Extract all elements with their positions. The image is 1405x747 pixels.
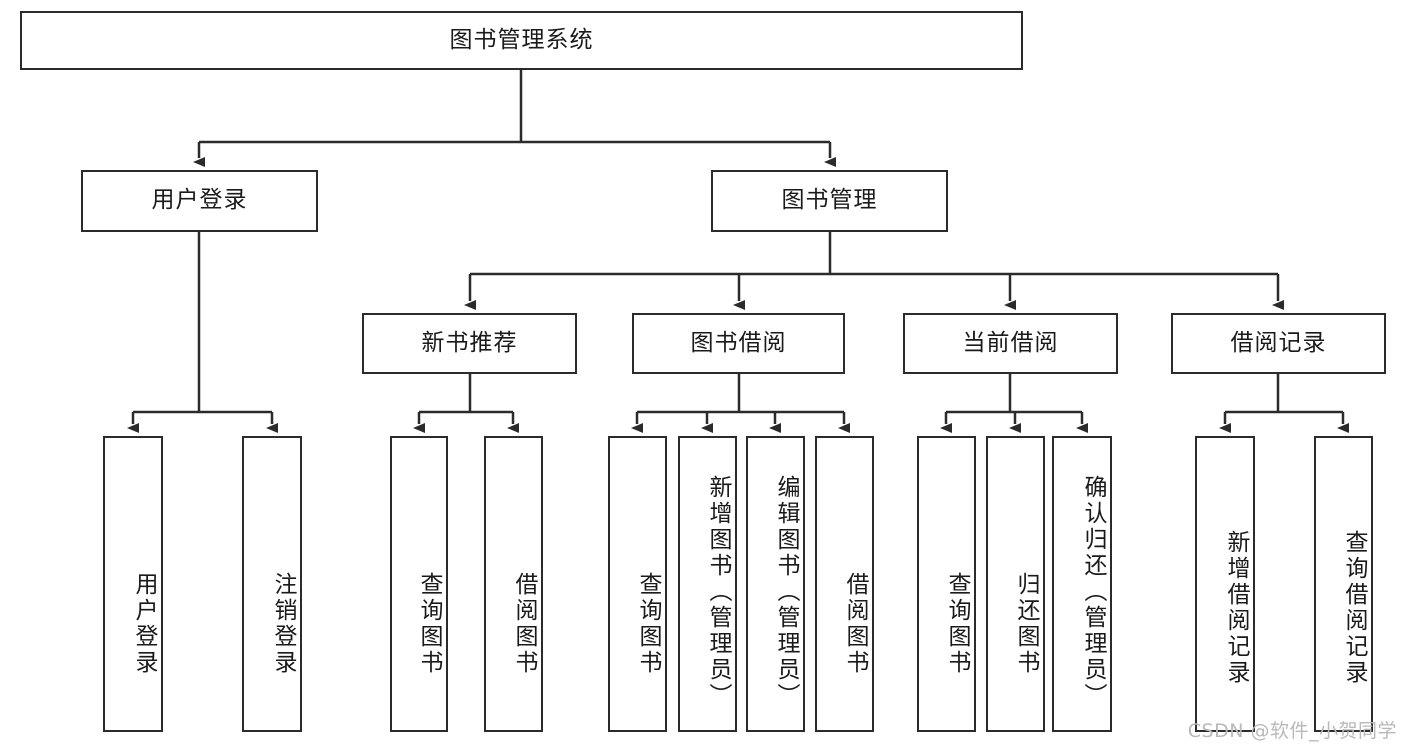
node-new-book-recommend[interactable]: 新书推荐: [362, 313, 577, 374]
node-root[interactable]: 图书管理系统: [20, 11, 1023, 70]
node-leaf-logout[interactable]: 注销登录: [242, 436, 302, 732]
node-leaf-query-book-1[interactable]: 查询图书: [390, 436, 448, 732]
node-book-management-label: 图书管理: [781, 187, 878, 214]
node-book-borrow-label: 图书借阅: [690, 329, 787, 356]
node-borrow-record-label: 借阅记录: [1230, 329, 1327, 356]
node-current-borrow-label: 当前借阅: [962, 329, 1059, 356]
node-leaf-logout-label: 注销登录: [270, 572, 296, 676]
node-leaf-confirm-return-label: 确认归还（管理员）: [1080, 475, 1106, 709]
node-leaf-edit-book-label: 编辑图书（管理员）: [773, 475, 799, 709]
node-leaf-edit-book[interactable]: 编辑图书（管理员）: [746, 436, 805, 732]
node-book-borrow[interactable]: 图书借阅: [632, 313, 845, 374]
node-leaf-query-record[interactable]: 查询借阅记录: [1314, 436, 1373, 732]
node-leaf-confirm-return[interactable]: 确认归还（管理员）: [1052, 436, 1112, 732]
node-leaf-add-book[interactable]: 新增图书（管理员）: [678, 436, 737, 732]
node-leaf-add-book-label: 新增图书（管理员）: [705, 475, 731, 709]
node-leaf-query-book-1-label: 查询图书: [416, 572, 442, 676]
node-current-borrow[interactable]: 当前借阅: [903, 313, 1118, 374]
node-leaf-query-book-2-label: 查询图书: [635, 572, 661, 676]
node-borrow-record[interactable]: 借阅记录: [1171, 313, 1386, 374]
watermark: CSDN @软件_小贺同学: [1187, 720, 1397, 742]
node-leaf-user-login[interactable]: 用户登录: [103, 436, 163, 732]
node-leaf-borrow-book-2[interactable]: 借阅图书: [815, 436, 874, 732]
node-leaf-borrow-book-1-label: 借阅图书: [511, 572, 537, 676]
node-leaf-borrow-book-2-label: 借阅图书: [842, 572, 868, 676]
node-leaf-return-book[interactable]: 归还图书: [986, 436, 1045, 732]
node-root-label: 图书管理系统: [449, 26, 594, 53]
node-leaf-add-record[interactable]: 新增借阅记录: [1195, 436, 1255, 732]
node-leaf-query-book-3[interactable]: 查询图书: [917, 436, 976, 732]
node-new-book-recommend-label: 新书推荐: [421, 329, 518, 356]
node-leaf-query-book-3-label: 查询图书: [944, 572, 970, 676]
node-leaf-add-record-label: 新增借阅记录: [1223, 530, 1249, 686]
node-leaf-return-book-label: 归还图书: [1013, 572, 1039, 676]
node-leaf-query-record-label: 查询借阅记录: [1341, 530, 1367, 686]
node-leaf-user-login-label: 用户登录: [131, 572, 157, 676]
node-leaf-query-book-2[interactable]: 查询图书: [608, 436, 667, 732]
node-user-login-label: 用户登录: [151, 187, 248, 214]
node-book-management[interactable]: 图书管理: [711, 170, 948, 232]
node-user-login[interactable]: 用户登录: [81, 170, 318, 232]
node-leaf-borrow-book-1[interactable]: 借阅图书: [484, 436, 543, 732]
